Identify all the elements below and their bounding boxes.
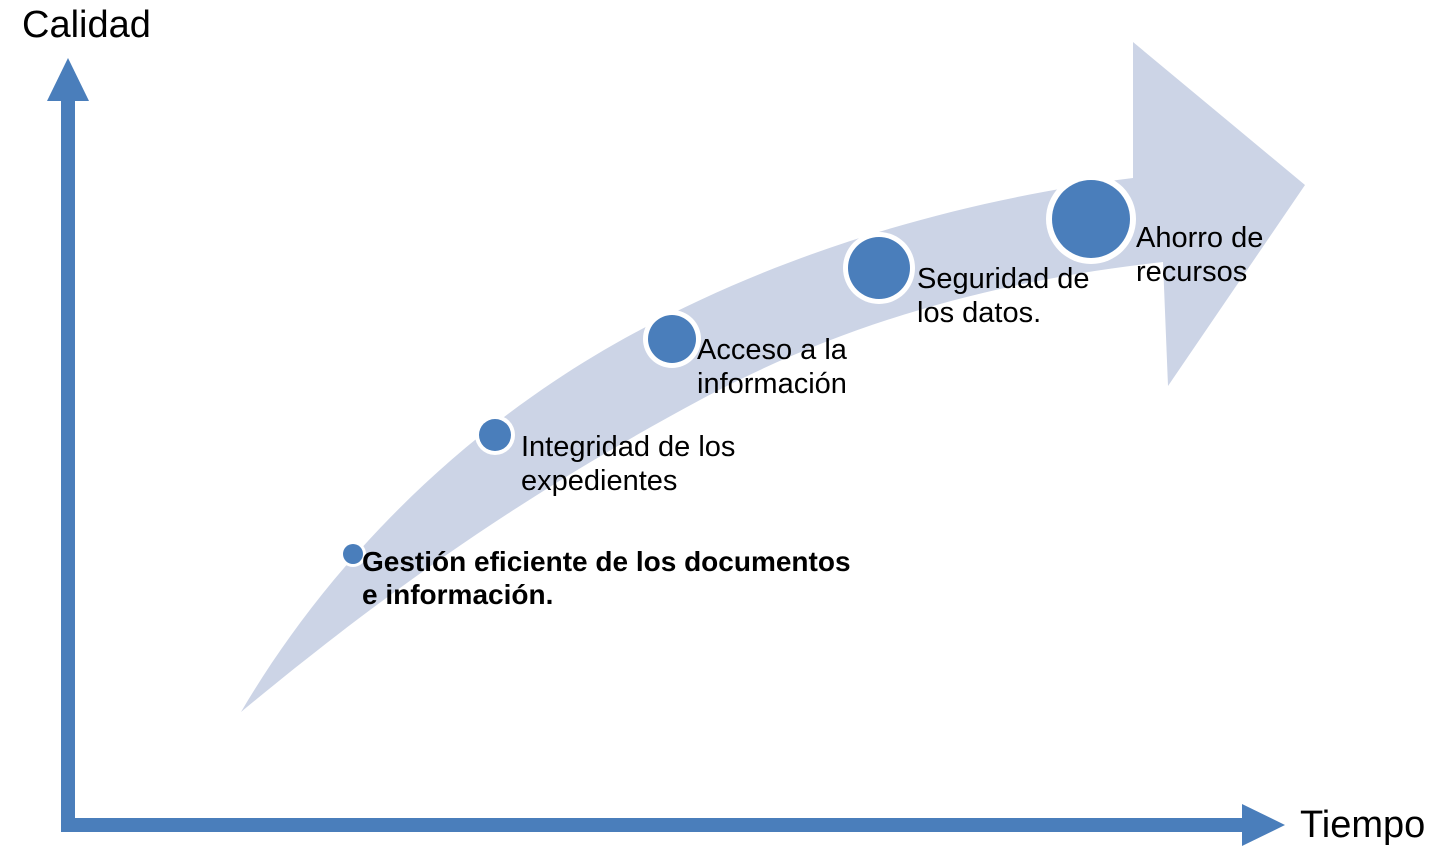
y-axis-line: [61, 84, 75, 832]
x-axis: [61, 804, 1285, 846]
bubble-fill-2: [648, 315, 696, 363]
bubble-fill-4: [1052, 180, 1130, 258]
bubble-fill-3: [848, 237, 910, 299]
y-axis-title: Calidad: [22, 4, 151, 46]
bubble-fill-0: [343, 544, 363, 564]
node-label-ahorro-recursos: Ahorro de recursos: [1136, 222, 1264, 289]
bubble-node-2[interactable]: [643, 310, 701, 368]
y-axis: [47, 58, 89, 832]
bubble-node-0[interactable]: [340, 541, 366, 567]
growth-arrow-shape: [241, 42, 1305, 712]
node-label-integridad-expedientes: Integridad de los expedientes: [521, 431, 736, 498]
bubble-node-1[interactable]: [475, 415, 515, 455]
bubble-fill-1: [479, 419, 511, 451]
x-axis-line: [61, 818, 1257, 832]
x-axis-title: Tiempo: [1300, 804, 1426, 846]
bubble-node-3[interactable]: [843, 232, 915, 304]
x-axis-arrowhead-icon: [1242, 804, 1285, 846]
node-label-acceso-informacion: Acceso a la información: [697, 334, 847, 401]
bubble-node-4[interactable]: [1046, 174, 1136, 264]
y-axis-arrowhead-icon: [47, 58, 89, 101]
node-label-gestion-eficiente: Gestión eficiente de los documentos e in…: [362, 546, 851, 611]
node-label-seguridad-datos: Seguridad de los datos.: [917, 263, 1090, 330]
